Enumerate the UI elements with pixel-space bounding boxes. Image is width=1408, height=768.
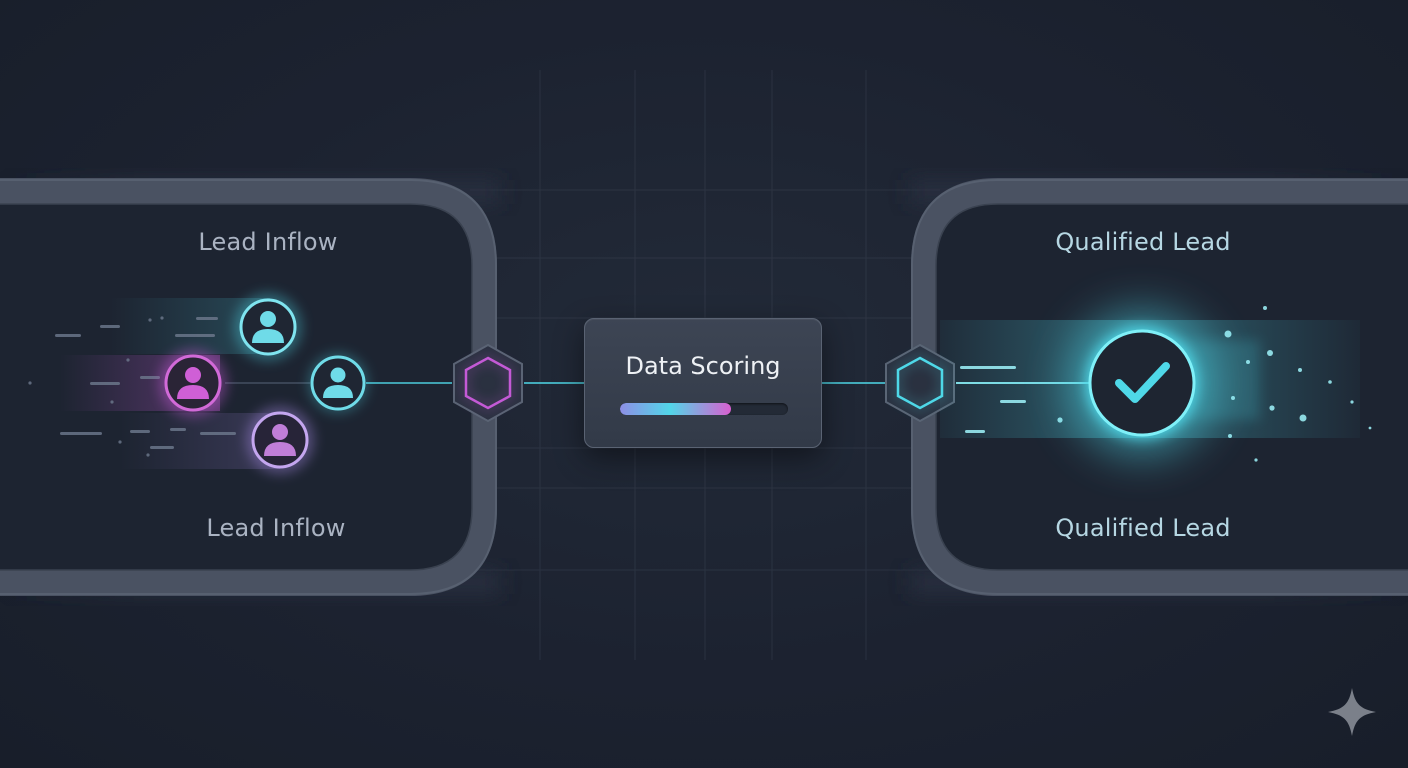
lead-avatar-bottom: [246, 406, 314, 474]
scoring-progress-fill: [620, 403, 731, 415]
qualified-lead-label-top: Qualified Lead: [1055, 228, 1231, 256]
qualified-lead-badge: [1070, 311, 1214, 455]
user-icon: [323, 367, 353, 398]
user-icon: [264, 424, 296, 456]
sparkle-icon: [1328, 688, 1376, 736]
scoring-progress-bar: [620, 403, 788, 415]
data-scoring-title: Data Scoring: [625, 352, 781, 380]
user-icon: [177, 367, 209, 399]
user-icon: [252, 311, 284, 343]
lead-avatar-forward: [308, 353, 368, 413]
background-grid: [470, 70, 940, 660]
qualified-lead-label-bottom: Qualified Lead: [1055, 514, 1231, 542]
lead-avatar-middle: [159, 349, 227, 417]
hexagon-icon: [453, 343, 523, 423]
lead-inflow-label-bottom: Lead Inflow: [206, 514, 346, 542]
lead-avatar-top: [234, 293, 302, 361]
checkmark-icon: [1115, 362, 1170, 403]
lead-inflow-label-top: Lead Inflow: [198, 228, 338, 256]
data-scoring-card: Data Scoring: [584, 318, 822, 448]
